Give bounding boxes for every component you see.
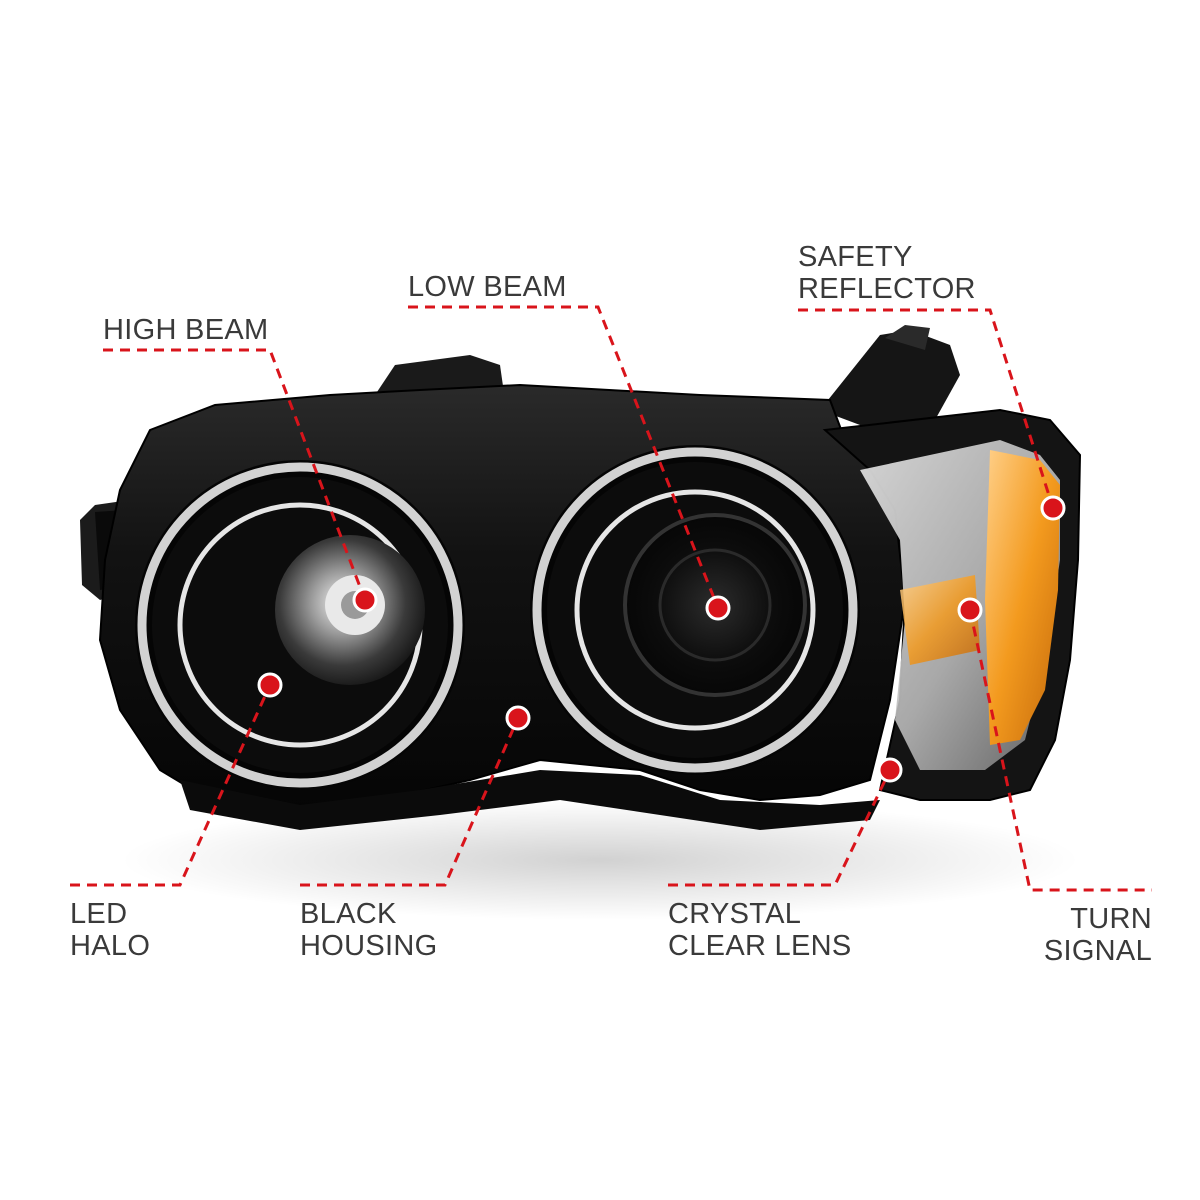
led-halo-label-line1: LED bbox=[70, 898, 128, 930]
floor-shadow bbox=[120, 800, 1080, 920]
crystal-clear-lens-leader bbox=[668, 769, 892, 887]
black-housing-leader bbox=[300, 717, 520, 887]
crystal-clear-lens-label: CRYSTAL CLEAR LENS bbox=[668, 898, 852, 962]
high-beam-leader bbox=[103, 348, 367, 601]
led-halo-label-line2: HALO bbox=[70, 930, 151, 962]
turn-signal-label-line1: TURN bbox=[1070, 903, 1152, 935]
safety-reflector-label-line1: SAFETY bbox=[798, 241, 913, 273]
safety-reflector-label: SAFETY REFLECTOR bbox=[798, 241, 976, 305]
led-halo-leader bbox=[70, 684, 272, 887]
turn-signal-label: TURN SIGNAL bbox=[1044, 903, 1152, 967]
black-housing-label-line2: HOUSING bbox=[300, 930, 438, 962]
crystal-clear-lens-label-line1: CRYSTAL bbox=[668, 898, 802, 930]
low-beam-leader bbox=[408, 305, 720, 609]
low-beam-label: LOW BEAM bbox=[408, 271, 567, 303]
low-beam-label-line1: LOW BEAM bbox=[408, 271, 567, 303]
black-housing-label-line1: BLACK bbox=[300, 898, 397, 930]
turn-signal-marker bbox=[957, 597, 983, 623]
turn-signal-label-line2: SIGNAL bbox=[1043, 935, 1152, 967]
black-housing-marker bbox=[505, 705, 531, 731]
led-halo-marker bbox=[257, 672, 283, 698]
high-beam-label-line1: HIGH BEAM bbox=[103, 314, 269, 346]
safety-reflector-marker bbox=[1040, 495, 1066, 521]
high-beam-label: HIGH BEAM bbox=[103, 314, 268, 346]
led-halo-label: LED HALO bbox=[70, 898, 150, 962]
high-beam-marker bbox=[352, 587, 378, 613]
callout-markers bbox=[257, 495, 1066, 783]
crystal-clear-lens-label-line2: CLEAR LENS bbox=[668, 930, 852, 962]
low-beam-marker bbox=[705, 595, 731, 621]
black-housing-label: BLACK HOUSING bbox=[300, 898, 437, 962]
headlight-assembly bbox=[80, 325, 1082, 830]
leader-lines bbox=[70, 305, 1152, 892]
safety-reflector-leader bbox=[798, 308, 1055, 509]
safety-reflector-label-line2: REFLECTOR bbox=[798, 273, 976, 305]
crystal-clear-lens-marker bbox=[877, 757, 903, 783]
